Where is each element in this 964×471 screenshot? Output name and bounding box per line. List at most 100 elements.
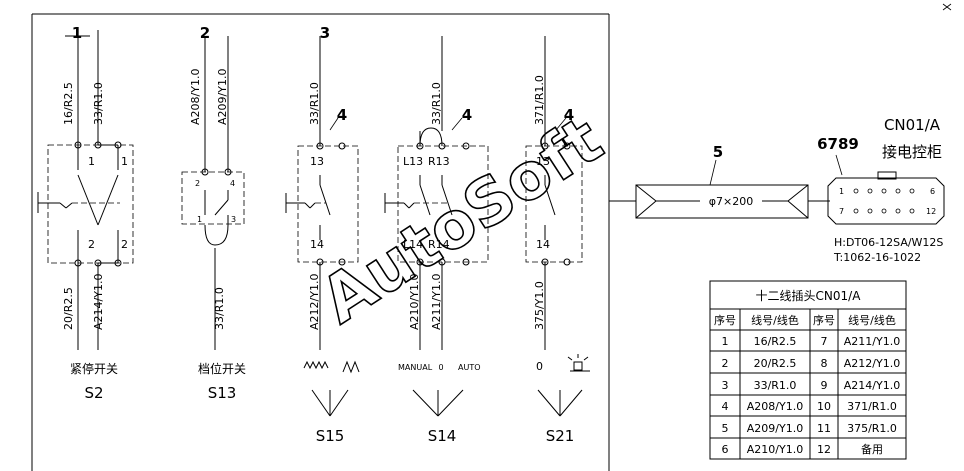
pin-table-grid — [709, 280, 907, 460]
table-cell: A208/Y1.0 — [747, 400, 803, 413]
connector-pin-6: 6 — [930, 187, 935, 196]
s21-code: S21 — [546, 427, 575, 445]
table-cell: 5 — [722, 422, 729, 435]
wire-label: 33/R1.0 — [92, 82, 105, 125]
s21-zero: 0 — [536, 360, 543, 373]
watermark: AutoSoft — [308, 103, 615, 338]
connector-pin-dots — [853, 188, 915, 214]
wire-label: 16/R2.5 — [62, 82, 75, 125]
terminal-number: 2 — [121, 238, 128, 251]
terminal-number: R14 — [428, 238, 450, 251]
cable-bundle — [609, 159, 830, 219]
wire-label: A208/Y1.0 — [189, 69, 202, 125]
table-cell: 备用 — [861, 442, 883, 456]
terminal-number: 4 — [230, 179, 235, 188]
wire-label: A209/Y1.0 — [216, 69, 229, 125]
table-cell: 375/R1.0 — [847, 422, 897, 435]
callout-4-s21: 4 — [564, 106, 574, 124]
connector-part-number: H:DT06-12SA/W12S — [834, 236, 943, 249]
corner-mark — [942, 3, 952, 11]
wire-label: A210/Y1.0 — [408, 274, 421, 330]
s14-code: S14 — [428, 427, 457, 445]
table-cell: 序号 — [813, 313, 835, 327]
wire-label: 375/Y1.0 — [533, 281, 546, 330]
wire-label: 33/R1.0 — [430, 82, 443, 125]
wire-label: 371/R1.0 — [533, 75, 546, 125]
switch-s15 — [285, 36, 360, 417]
table-cell: 10 — [817, 400, 831, 413]
s2-code: S2 — [84, 384, 103, 402]
connector-pin-12: 12 — [926, 207, 936, 216]
s13-name: 档位开关 — [198, 361, 246, 376]
switch-s2 — [37, 30, 134, 350]
table-cell: 8 — [821, 357, 828, 370]
table-cell: 7 — [821, 335, 828, 348]
switch-s13 — [181, 36, 245, 350]
connector-subtitle: 接电控柜 — [882, 143, 942, 161]
wire-label: 33/R1.0 — [308, 82, 321, 125]
wire-label: 33/R1.0 — [213, 287, 226, 330]
terminal-number: L14 — [403, 238, 423, 251]
table-cell: 序号 — [714, 313, 736, 327]
leader-4a — [329, 117, 339, 131]
callout-6789: 6789 — [817, 135, 859, 153]
wave-icon — [342, 360, 360, 374]
connector-pin-7: 7 — [839, 207, 844, 216]
table-cell: 2 — [722, 357, 729, 370]
wire-label: A214/Y1.0 — [92, 274, 105, 330]
callout-2: 2 — [200, 24, 210, 42]
table-cell: A211/Y1.0 — [844, 335, 900, 348]
terminal-number: 2 — [195, 179, 200, 188]
terminal-number: 13 — [310, 155, 324, 168]
table-cell: 11 — [817, 422, 831, 435]
terminal-number: 1 — [197, 215, 202, 224]
terminal-number: 14 — [536, 238, 550, 251]
table-cell: 33/R1.0 — [754, 379, 797, 392]
connector-title: CN01/A — [884, 116, 941, 134]
terminal-number: L13 — [403, 155, 423, 168]
table-cell: 1 — [722, 335, 729, 348]
table-cell: 线号/线色 — [751, 313, 799, 327]
wire-label: A212/Y1.0 — [308, 274, 321, 330]
lamp-icon — [567, 354, 590, 372]
table-cell: 12 — [817, 443, 831, 456]
callout-5: 5 — [713, 143, 723, 161]
callout-3: 3 — [320, 24, 330, 42]
callout-4-s15: 4 — [337, 106, 347, 124]
table-cell: 9 — [821, 379, 828, 392]
s14-auto: AUTO — [458, 363, 481, 372]
connector-pin-1: 1 — [839, 187, 844, 196]
leader-4c — [555, 117, 567, 131]
wire-label: 20/R2.5 — [62, 287, 75, 330]
table-cell: 20/R2.5 — [754, 357, 797, 370]
table-cell: 371/R1.0 — [847, 400, 897, 413]
s2-name: 紧停开关 — [70, 361, 118, 376]
table-cell: 3 — [722, 379, 729, 392]
callout-1: 1 — [72, 24, 82, 42]
table-cell: A214/Y1.0 — [844, 379, 900, 392]
table-cell: A210/Y1.0 — [747, 443, 803, 456]
table-cell: 线号/线色 — [848, 313, 896, 327]
terminal-number: 13 — [536, 155, 550, 168]
s14-manual: MANUAL — [398, 363, 433, 372]
table-cell: 4 — [722, 400, 729, 413]
sawtooth-icon — [303, 360, 329, 370]
terminal-number: 1 — [121, 155, 128, 168]
table-cell: 6 — [722, 443, 729, 456]
table-title: 十二线插头CN01/A — [756, 289, 862, 303]
s14-zero: 0 — [438, 363, 443, 372]
leader-4b — [451, 117, 463, 131]
terminal-number: 14 — [310, 238, 324, 251]
switch-s21 — [525, 36, 590, 417]
callout-4-s14: 4 — [462, 106, 472, 124]
terminal-number: 1 — [88, 155, 95, 168]
connector-cn01a — [827, 154, 945, 225]
terminal-number: 2 — [88, 238, 95, 251]
terminal-number: 3 — [231, 215, 236, 224]
s13-code: S13 — [208, 384, 237, 402]
table-cell: A212/Y1.0 — [844, 357, 900, 370]
switch-s14 — [384, 36, 489, 417]
connector-t-number: T:1062-16-1022 — [833, 251, 921, 264]
